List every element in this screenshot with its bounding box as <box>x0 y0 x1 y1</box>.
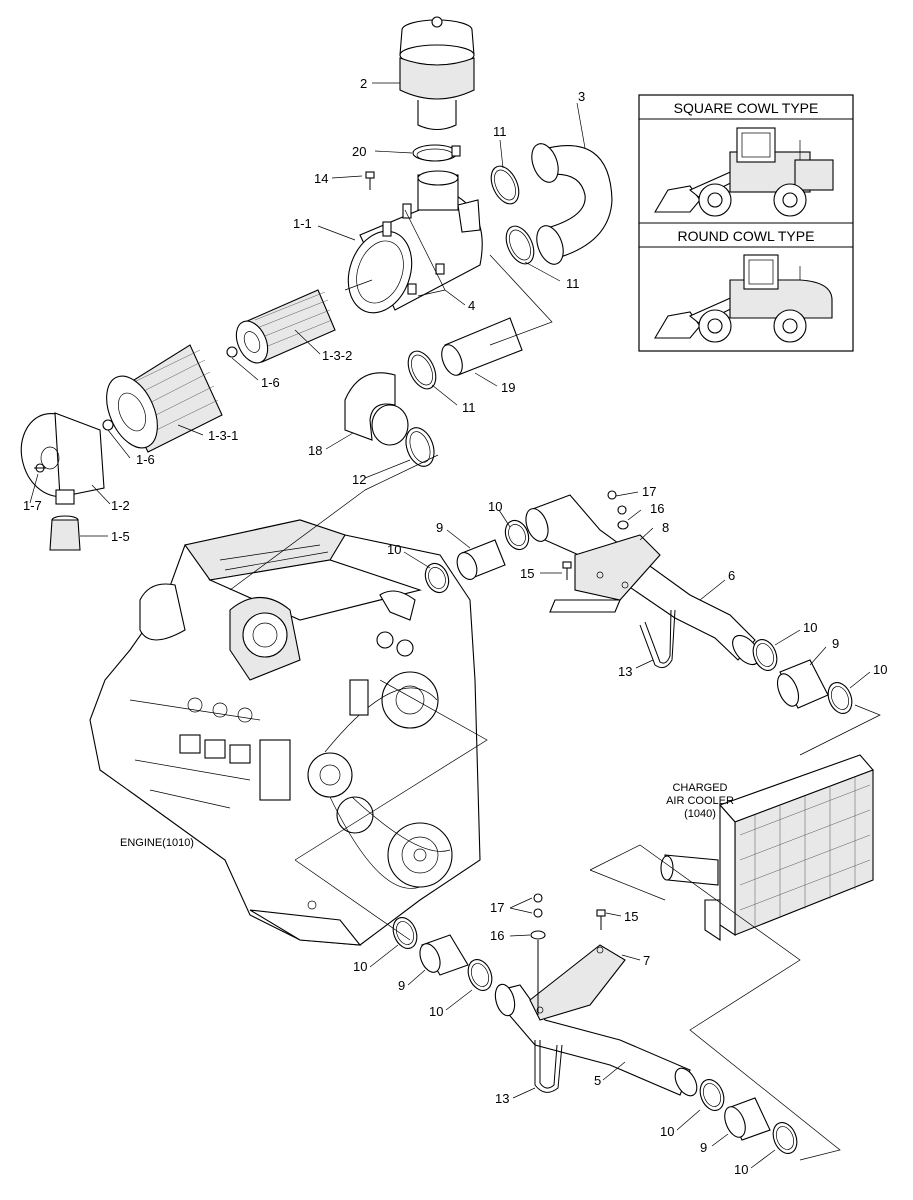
pipe-19 <box>441 317 523 376</box>
hardware-15-16-17-upper <box>562 490 629 580</box>
part-label-10: 10 <box>488 499 502 514</box>
cooler-callout-line2: AIR COOLER <box>666 795 734 807</box>
square-cowl-loader-image <box>654 127 834 217</box>
u-bolt-13-upper <box>639 609 676 669</box>
elbow-hose-18 <box>344 372 409 446</box>
square-cowl-title: SQUARE COWL TYPE <box>674 100 819 116</box>
part-label-15: 15 <box>624 909 638 924</box>
part-label-10: 10 <box>387 542 401 557</box>
part-label-9: 9 <box>398 978 405 993</box>
round-cowl-loader-image <box>654 254 833 343</box>
part-label-10: 10 <box>353 959 367 974</box>
part-label-1-1: 1-1 <box>293 216 312 231</box>
clamps-10-lower-right <box>699 1079 798 1154</box>
part-label-7: 7 <box>643 953 650 968</box>
part-label-18: 18 <box>308 443 322 458</box>
wing-nut-1-7 <box>34 463 46 473</box>
part-label-9: 9 <box>832 636 839 651</box>
bracket-7 <box>529 944 626 1021</box>
callout-texts: ENGINE(1010) CHARGED AIR COOLER (1040) <box>120 782 734 849</box>
cowl-type-inset: SQUARE COWL TYPE ROUND COWL TYPE <box>638 94 854 352</box>
clamps-10-upper-right <box>752 639 853 714</box>
part-number-labels: 2 3 20 11 14 1-1 11 4 1-3-2 1-6 19 11 18… <box>23 76 887 1177</box>
part-label-13: 13 <box>618 664 632 679</box>
elbow-hose-3 <box>531 143 613 265</box>
wing-nuts-1-6 <box>102 346 238 431</box>
part-label-1-6: 1-6 <box>136 452 155 467</box>
part-label-1-3-2: 1-3-2 <box>322 348 352 363</box>
part-label-1-6: 1-6 <box>261 375 280 390</box>
part-label-10: 10 <box>429 1004 443 1019</box>
air-cleaner-body-1-1 <box>344 170 483 314</box>
engine-callout: ENGINE(1010) <box>120 837 194 849</box>
u-bolt-13-lower <box>534 1040 563 1093</box>
part-label-11: 11 <box>566 276 580 291</box>
outer-filter-element-1-3-1 <box>106 344 223 453</box>
part-label-9: 9 <box>700 1140 707 1155</box>
round-cowl-title: ROUND COWL TYPE <box>678 228 815 244</box>
hose-clamp-11-lower <box>407 350 437 390</box>
part-label-4: 4 <box>468 298 475 313</box>
part-label-15: 15 <box>520 566 534 581</box>
part-label-6: 6 <box>728 568 735 583</box>
part-label-19: 19 <box>501 380 515 395</box>
hardware-15-16-17-lower <box>530 893 606 1015</box>
part-label-1-5: 1-5 <box>111 529 130 544</box>
hose-9-upper-left <box>456 539 506 580</box>
part-label-20: 20 <box>352 144 366 159</box>
band-clamp-20 <box>412 144 461 162</box>
part-label-10: 10 <box>873 662 887 677</box>
part-label-5: 5 <box>594 1073 601 1088</box>
part-label-17: 17 <box>490 900 504 915</box>
part-label-1-3-1: 1-3-1 <box>208 428 238 443</box>
part-label-1-7: 1-7 <box>23 498 42 513</box>
part-label-2: 2 <box>360 76 367 91</box>
part-label-3: 3 <box>578 89 585 104</box>
cooler-callout-line1: CHARGED <box>672 782 727 794</box>
part-label-11: 11 <box>493 124 507 139</box>
hose-9-lower-left <box>419 934 469 976</box>
cover-1-2 <box>20 412 105 505</box>
part-label-14: 14 <box>314 171 328 186</box>
valve-1-5 <box>49 515 81 551</box>
part-label-13: 13 <box>495 1091 509 1106</box>
hose-9-upper-right <box>776 659 829 709</box>
part-label-11: 11 <box>462 400 476 415</box>
clamps-10-lower-left <box>392 917 493 991</box>
charged-air-cooler-1040 <box>660 754 874 942</box>
part-label-8: 8 <box>662 520 669 535</box>
cooler-callout-line3: (1040) <box>684 808 716 820</box>
engine-1010 <box>89 519 481 946</box>
part-label-16: 16 <box>490 928 504 943</box>
bolt-14 <box>365 171 375 190</box>
connector-lines <box>229 254 881 1161</box>
inner-filter-element-1-3-2 <box>235 289 336 364</box>
hose-clamps-11-upper <box>490 165 535 265</box>
clamps-10-upper-left <box>424 519 530 594</box>
part-label-10: 10 <box>734 1162 748 1177</box>
hose-clamp-12 <box>405 427 435 467</box>
precleaner-2 <box>399 16 475 131</box>
part-label-10: 10 <box>660 1124 674 1139</box>
part-label-9: 9 <box>436 520 443 535</box>
part-label-10: 10 <box>803 620 817 635</box>
part-label-12: 12 <box>352 472 366 487</box>
part-label-17: 17 <box>642 484 656 499</box>
part-label-16: 16 <box>650 501 664 516</box>
bracket-8 <box>549 534 661 613</box>
part-label-1-2: 1-2 <box>111 498 130 513</box>
hose-9-lower-right <box>724 1097 771 1141</box>
leader-lines <box>29 82 871 1169</box>
